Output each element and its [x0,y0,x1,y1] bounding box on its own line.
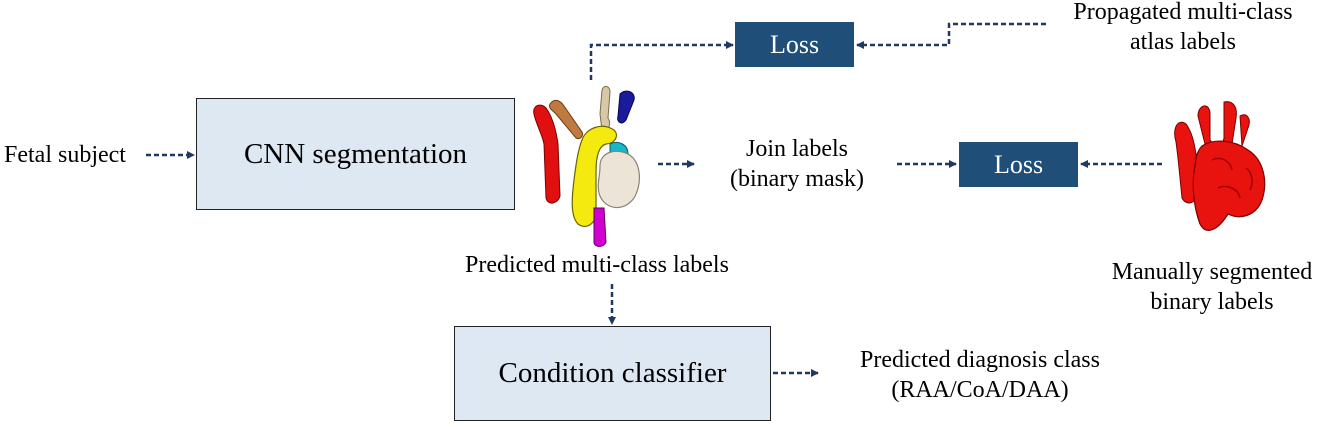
cnn-segmentation-box: CNN segmentation [196,98,515,210]
condition-classifier-label: Condition classifier [498,357,727,389]
fetal-subject-label: Fetal subject [4,142,126,168]
loss-top-box: Loss [735,22,854,67]
cnn-segmentation-label: CNN segmentation [243,137,468,170]
join-labels-line1: Join labels [746,136,848,162]
arrow-atlas-to-loss-top [856,22,1046,49]
diagnosis-line2: (RAA/CoA/DAA) [891,377,1069,403]
join-labels-line2: (binary mask) [730,166,864,192]
diagnosis-line1: Predicted diagnosis class [860,347,1100,373]
propagated-labels-line1: Propagated multi-class [1073,0,1293,25]
join-labels-text: Join labels (binary mask) [700,135,894,193]
propagated-labels-line2: atlas labels [1130,29,1236,55]
manual-labels-line1: Manually segmented [1111,259,1313,285]
loss-mid-box: Loss [959,142,1078,187]
condition-classifier-box: Condition classifier [454,326,771,421]
loss-mid-label: Loss [993,149,1044,179]
multiclass-vessel-render [533,85,640,247]
manual-labels-text: Manually segmented binary labels [1092,258,1332,316]
diagnosis-text: Predicted diagnosis class (RAA/CoA/DAA) [830,346,1130,404]
propagated-labels-text: Propagated multi-class atlas labels [1048,0,1318,56]
arrow-prediction-to-loss-top [589,41,734,80]
loss-top-label: Loss [769,29,820,59]
predicted-multiclass-label: Predicted multi-class labels [465,252,729,278]
binary-vessel-render [1174,101,1266,231]
manual-labels-line2: binary labels [1150,289,1274,315]
